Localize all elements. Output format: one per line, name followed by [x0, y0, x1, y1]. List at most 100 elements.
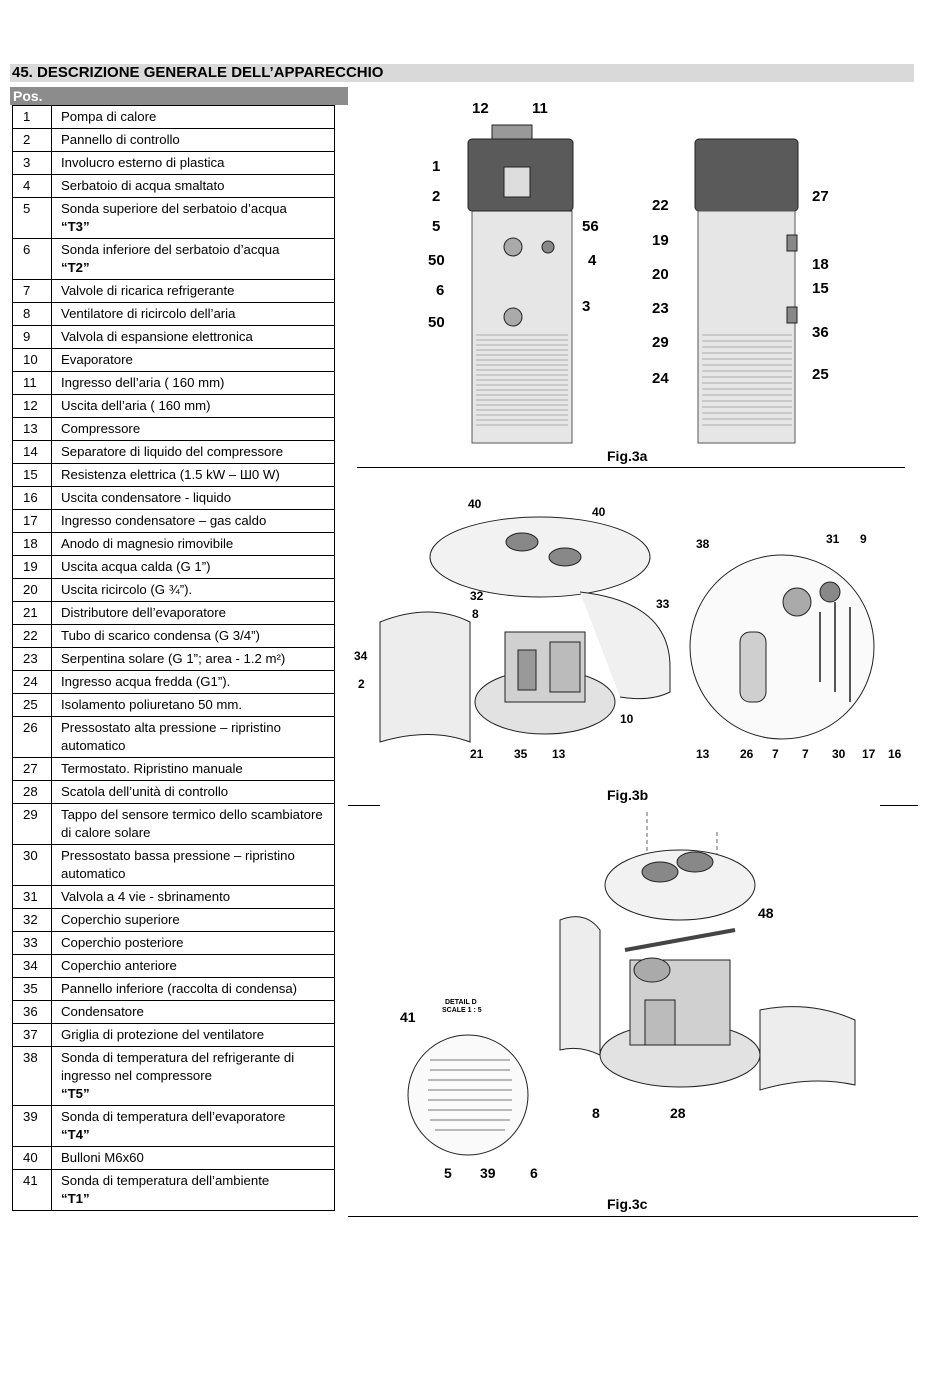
- row-pos: 11: [12, 371, 52, 395]
- row-bold: “T1”: [61, 1191, 90, 1206]
- row-text: Ingresso acqua fredda (G1”).: [61, 674, 231, 689]
- row-pos: 7: [12, 279, 52, 303]
- row-text: Evaporatore: [61, 352, 133, 367]
- row-pos: 8: [12, 302, 52, 326]
- row-text: Griglia di protezione del ventilatore: [61, 1027, 265, 1042]
- callout-label: 22: [652, 197, 669, 214]
- row-desc: Distributore dell’evaporatore: [51, 601, 335, 625]
- row-text: Valvola di espansione elettronica: [61, 329, 253, 344]
- row-desc: Ingresso condensatore – gas caldo: [51, 509, 335, 533]
- row-desc: Resistenza elettrica (1.5 kW – Ш0 W): [51, 463, 335, 487]
- table-row: 29 Tappo del sensore termico dello scambi…: [12, 803, 335, 845]
- row-pos: 5: [12, 197, 52, 239]
- row-pos: 20: [12, 578, 52, 602]
- row-text: Uscita ricircolo (G ¾”).: [61, 582, 193, 597]
- row-pos: 27: [12, 757, 52, 781]
- callout-label: 1: [432, 158, 440, 175]
- figure-3b-caption: Fig.3b: [607, 787, 649, 803]
- row-pos: 28: [12, 780, 52, 804]
- callout-label: 18: [812, 256, 829, 273]
- row-desc: Sonda inferiore del serbatoio d’acqua“T2…: [51, 238, 335, 280]
- row-desc: Ventilatore di ricircolo dell’aria: [51, 302, 335, 326]
- row-pos: 29: [12, 803, 52, 845]
- divider: [348, 1216, 918, 1217]
- row-pos: 10: [12, 348, 52, 372]
- callout-label: 31: [826, 532, 840, 546]
- row-text: Sonda inferiore del serbatoio d’acqua: [61, 242, 280, 257]
- figure-3c-caption: Fig.3c: [607, 1196, 648, 1212]
- row-text: Scatola dell’unità di controllo: [61, 784, 229, 799]
- callout-label: 34: [354, 649, 368, 663]
- callout-label: 40: [468, 497, 482, 511]
- table-header-pos: Pos.: [10, 87, 348, 105]
- callout-label: 32: [470, 589, 484, 603]
- row-text: Ingresso condensatore – gas caldo: [61, 513, 267, 528]
- row-desc: Coperchio anteriore: [51, 954, 335, 978]
- row-desc: Termostato. Ripristino manuale: [51, 757, 335, 781]
- row-text: Separatore di liquido del compressore: [61, 444, 284, 459]
- callout-label: 28: [670, 1105, 686, 1121]
- row-desc: Valvola a 4 vie - sbrinamento: [51, 885, 335, 909]
- callout-label: 39: [480, 1165, 496, 1181]
- callout-label: 4: [588, 252, 597, 269]
- row-text: Valvola a 4 vie - sbrinamento: [61, 889, 231, 904]
- callout-label: 26: [740, 747, 754, 761]
- row-text: Sonda di temperatura dell’evaporatore: [61, 1109, 286, 1124]
- row-text: Tappo del sensore termico dello scambiat…: [61, 807, 323, 840]
- callout-label: 3: [582, 298, 590, 315]
- row-text: Uscita dell’aria ( 160 mm): [61, 398, 211, 413]
- row-desc: Valvole di ricarica refrigerante: [51, 279, 335, 303]
- row-pos: 23: [12, 647, 52, 671]
- row-desc: Ingresso acqua fredda (G1”).: [51, 670, 335, 694]
- row-desc: Ingresso dell’aria ( 160 mm): [51, 371, 335, 395]
- row-pos: 6: [12, 238, 52, 280]
- row-pos: 33: [12, 931, 52, 955]
- row-pos: 17: [12, 509, 52, 533]
- row-pos: 2: [12, 128, 52, 152]
- row-text: Ingresso dell’aria ( 160 mm): [61, 375, 225, 390]
- callout-label: 13: [552, 747, 566, 761]
- callout-label: 50: [428, 314, 445, 331]
- callout-label: 23: [652, 300, 669, 317]
- row-desc: Pompa di calore: [51, 105, 335, 129]
- callout-label: 12: [472, 100, 489, 117]
- callout-label: 7: [772, 747, 779, 761]
- row-pos: 19: [12, 555, 52, 579]
- row-desc: Separatore di liquido del compressore: [51, 440, 335, 464]
- callout-label: 50: [428, 252, 445, 269]
- row-text: Isolamento poliuretano 50 mm.: [61, 697, 243, 712]
- callout-label: 38: [696, 537, 710, 551]
- row-desc: Sonda di temperatura dell’evaporatore“T4…: [51, 1105, 335, 1147]
- row-pos: 32: [12, 908, 52, 932]
- callout-label: 21: [470, 747, 484, 761]
- callout-label: 25: [812, 366, 829, 383]
- row-pos: 21: [12, 601, 52, 625]
- row-pos: 25: [12, 693, 52, 717]
- row-text: Pompa di calore: [61, 109, 157, 124]
- row-pos: 9: [12, 325, 52, 349]
- row-pos: 12: [12, 394, 52, 418]
- row-desc: Scatola dell’unità di controllo: [51, 780, 335, 804]
- divider: [357, 467, 905, 468]
- row-desc: Isolamento poliuretano 50 mm.: [51, 693, 335, 717]
- row-text: Coperchio superiore: [61, 912, 180, 927]
- callout-label: 7: [802, 747, 809, 761]
- callout-label: 27: [812, 188, 829, 205]
- callout-label: 48: [758, 905, 774, 921]
- callout-label: 13: [696, 747, 710, 761]
